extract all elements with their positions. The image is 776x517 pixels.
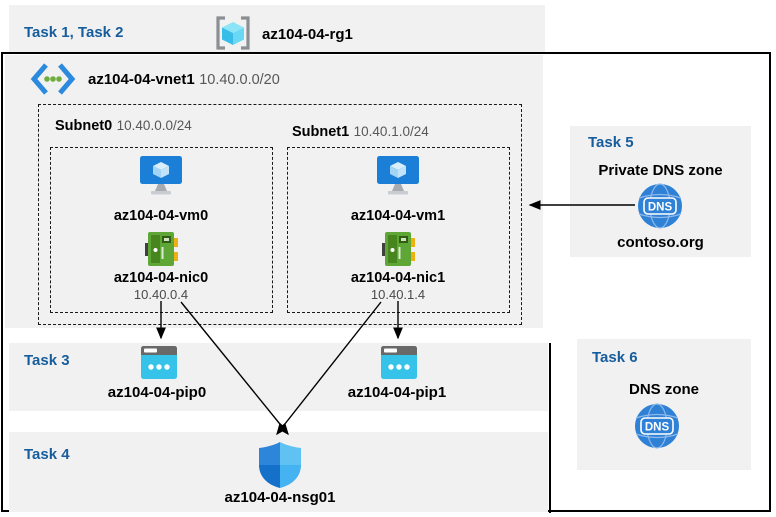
nic1-icon (381, 231, 415, 272)
nic1-ip: 10.40.1.4 (370, 287, 426, 302)
private-dns-globe-icon: DNS (637, 183, 683, 234)
subnet0-name: Subnet0 (55, 118, 113, 134)
vnet-label: az104-04-vnet1 10.40.0.0/20 (88, 71, 280, 89)
vnet-name: az104-04-vnet1 (88, 71, 195, 88)
vnet-panel (5, 55, 543, 328)
task5-zone-name: contoso.org (617, 234, 704, 251)
dns-icon-text: DNS (645, 422, 670, 434)
vnet-cidr: 10.40.0.0/20 (199, 72, 280, 88)
nsg-shield-icon (257, 441, 303, 494)
vm1-name: az104-04-vm1 (350, 208, 446, 224)
vm0-icon (139, 155, 183, 202)
nic0-name: az104-04-nic0 (113, 270, 209, 286)
task12-band: Task 1, Task 2 az104-04-rg1 (9, 5, 545, 52)
nic0-icon (144, 231, 178, 272)
subnet1-cidr: 10.40.1.0/24 (353, 124, 429, 139)
task4-label: Task 4 (24, 446, 70, 463)
nic1-name: az104-04-nic1 (350, 270, 446, 286)
dns-globe-icon: DNS (634, 403, 680, 454)
virtual-network-icon (30, 62, 76, 101)
nsg-name: az104-04-nsg01 (224, 489, 336, 506)
pip0-name: az104-04-pip0 (107, 384, 207, 401)
pip1-name: az104-04-pip1 (347, 384, 447, 401)
rg-name: az104-04-rg1 (262, 26, 353, 43)
subnet1-name: Subnet1 (292, 124, 350, 140)
subnet1-label: Subnet1 10.40.1.0/24 (292, 123, 429, 141)
nic0-ip: 10.40.0.4 (133, 287, 189, 302)
task12-label: Task 1, Task 2 (24, 24, 124, 41)
task3-label: Task 3 (24, 352, 70, 369)
task6-label: Task 6 (592, 349, 638, 366)
task6-box: Task 6 DNS zone DNS (577, 339, 751, 470)
task6-title: DNS zone (628, 381, 699, 398)
task5-label: Task 5 (588, 134, 634, 151)
vm1-icon (376, 155, 420, 202)
subnet0-cidr: 10.40.0.0/24 (116, 118, 192, 133)
task5-box: Task 5 Private DNS zone DNS contoso.org (570, 126, 751, 257)
resource-group-icon (213, 14, 253, 57)
vertical-divider (549, 343, 551, 513)
task5-title: Private DNS zone (598, 162, 723, 179)
pip1-icon (381, 346, 417, 384)
vm0-name: az104-04-vm0 (113, 208, 209, 224)
pip0-icon (141, 346, 177, 384)
subnet0-label: Subnet0 10.40.0.0/24 (55, 117, 192, 135)
dns-icon-text: DNS (648, 202, 673, 214)
